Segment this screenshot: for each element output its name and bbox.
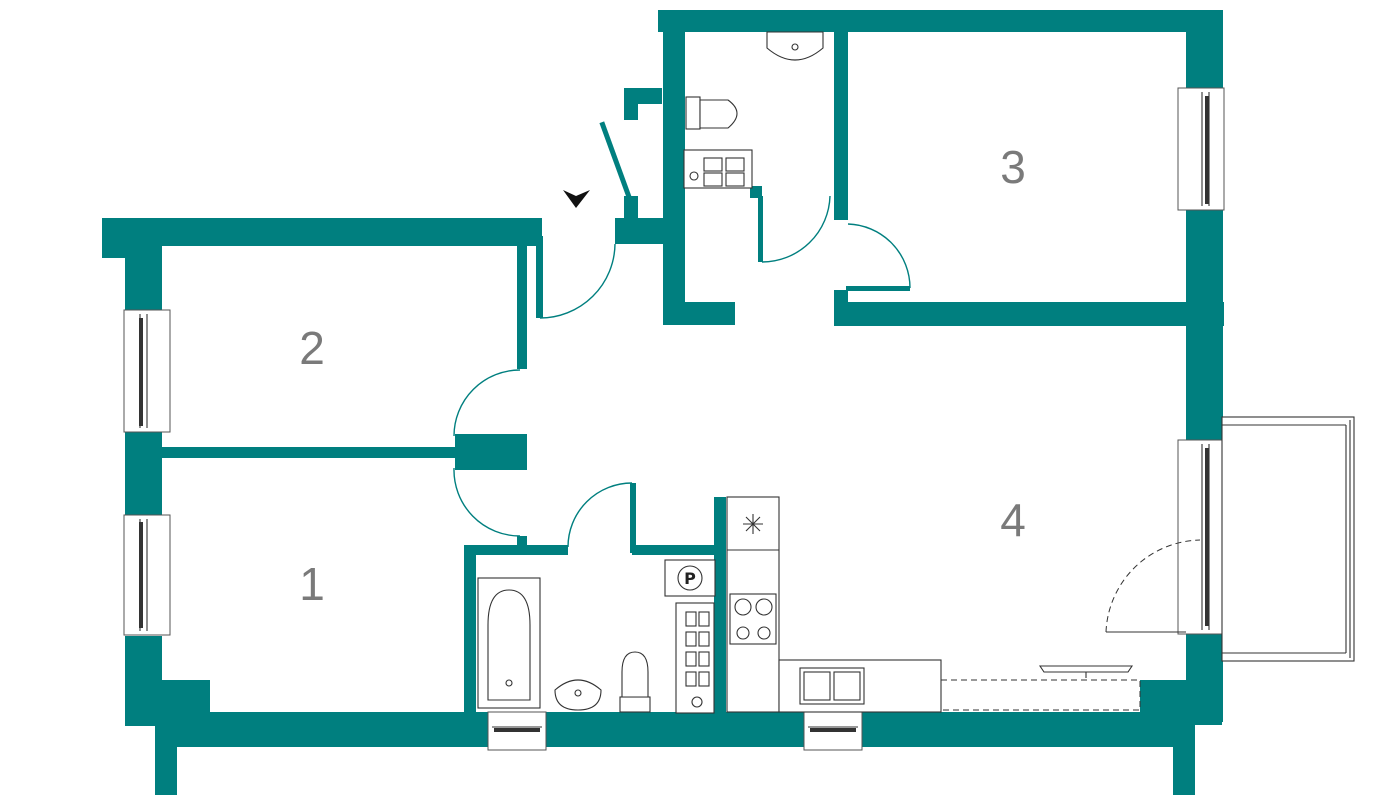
- wall-room1-room2-stub: [455, 434, 525, 470]
- window-room3: [1177, 87, 1225, 211]
- wall-wc-inner-stub: [750, 186, 762, 198]
- wc-sink-icon: [766, 31, 824, 61]
- wall-wc-bottom: [663, 302, 735, 325]
- boiler-cabinet: [675, 602, 715, 714]
- bathroom-sink-icon: [554, 679, 602, 711]
- room-labels: 1 2 3 4: [299, 141, 1026, 610]
- wall-wc-left: [663, 10, 685, 325]
- room-label-2: 2: [299, 322, 325, 374]
- wc-door: [758, 195, 831, 263]
- room-label-1: 1: [299, 558, 325, 610]
- wall-room1-room2: [162, 447, 522, 458]
- bathroom-door: [567, 482, 633, 548]
- window-room2: [123, 309, 171, 433]
- window-kitchen: [803, 711, 863, 751]
- wall-room3-right: [1186, 10, 1223, 90]
- wall-left-mid: [125, 432, 162, 516]
- bathroom-toilet-icon: [619, 651, 651, 713]
- ventilation-asterisk-icon: [743, 514, 763, 534]
- wall-wc-top: [658, 10, 1223, 32]
- wc-toilet-icon: [685, 96, 738, 130]
- wc-meter-cabinet: [683, 149, 753, 189]
- window-room4-balcony-door: [1177, 439, 1225, 635]
- wall-left-lower: [125, 636, 162, 726]
- wall-room3-door-jamb: [834, 290, 848, 326]
- parking-meter-box: P: [664, 559, 716, 597]
- dashed-cabinet-outline: [940, 679, 1141, 711]
- wall-bottom-left-step: [155, 680, 210, 725]
- room3-door: [846, 223, 911, 291]
- wall-bottom-right-leg: [1173, 712, 1195, 795]
- room-label-3: 3: [1000, 141, 1026, 193]
- wall-entrance-post: [624, 88, 638, 120]
- walls: [102, 10, 1224, 795]
- window-bathroom: [487, 711, 547, 751]
- wall-bath-top-right: [632, 545, 722, 555]
- kitchen-fixtures: [726, 496, 1141, 713]
- balcony: [1221, 416, 1355, 662]
- wall-room2-top: [102, 218, 537, 246]
- balcony-door-swing: [1105, 539, 1201, 633]
- meter-label: P: [684, 569, 696, 588]
- window-room1: [123, 514, 171, 636]
- room2-door: [453, 369, 521, 437]
- wall-room1-right-stub: [517, 536, 527, 550]
- wall-room2-right: [517, 242, 527, 369]
- entrance-door: [536, 121, 632, 319]
- bathroom-fixtures: P: [477, 559, 716, 714]
- bathtub-icon: [477, 577, 541, 709]
- wall-bath-door-jamb: [630, 483, 636, 553]
- wall-wc-right: [834, 30, 848, 220]
- wall-entrance-post-bottom: [624, 196, 638, 244]
- wall-room3-bottom: [834, 302, 1224, 326]
- room-label-4: 4: [1000, 494, 1026, 546]
- entrance-arrow-icon: [563, 190, 590, 208]
- wall-bottom-left-leg: [155, 712, 177, 795]
- wall-hall-top: [615, 218, 667, 244]
- stove-icon: [729, 593, 777, 645]
- windows: [123, 87, 1225, 751]
- kitchen-sink-icon: [799, 667, 865, 705]
- wall-bath-left: [464, 545, 476, 725]
- wc-fixtures: [683, 31, 824, 189]
- wall-bottom: [155, 712, 1195, 747]
- wall-bath-right: [714, 497, 726, 725]
- wall-room1-room2-end: [515, 434, 527, 470]
- room1-door: [453, 467, 521, 537]
- doors: [453, 121, 1201, 633]
- tv-stand-icon: [1038, 665, 1134, 678]
- wall-bath-top-left: [464, 545, 568, 555]
- wall-room4-right: [1186, 632, 1223, 722]
